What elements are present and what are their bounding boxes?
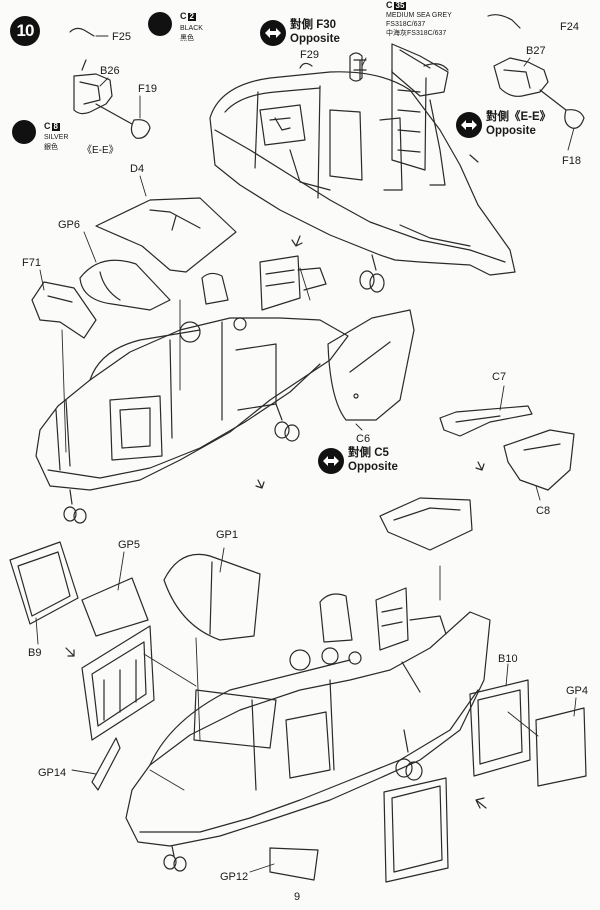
part-label-c7: C7	[492, 371, 507, 383]
part-lower-door	[383, 777, 449, 883]
part-c7	[439, 405, 533, 437]
part-label-b27: B27	[526, 45, 546, 57]
part-d4	[95, 197, 237, 273]
part-label-f18: F18	[562, 155, 581, 167]
part-b10	[469, 679, 531, 777]
paint-name: SILVER	[44, 134, 69, 141]
part-label-b9: B9	[28, 647, 42, 659]
paint-chinese-name: 黑色	[180, 35, 194, 42]
opposite-label-cn: 對側《E-E》	[486, 111, 552, 123]
paint-name: BLACK	[180, 25, 203, 32]
part-label-gp6: GP6	[58, 219, 81, 231]
part-label-gp1: GP1	[216, 529, 239, 541]
opposite-label-cn: 對側 C5	[348, 447, 389, 459]
part-label-gp5: GP5	[118, 539, 141, 551]
part-label-b26: B26	[100, 65, 120, 77]
part-label-f71: F71	[22, 257, 41, 269]
part-label-gp4: GP4	[566, 685, 589, 697]
double-arrow-icon	[456, 112, 482, 138]
fuselage-middle-view	[35, 255, 349, 524]
part-gp6	[79, 259, 171, 311]
parts-f24-b27-f18	[487, 14, 585, 129]
part-f71	[31, 281, 97, 339]
paintbrush-icon	[12, 120, 36, 144]
double-arrow-icon	[318, 448, 344, 474]
part-label-f24: F24	[560, 21, 579, 33]
part-vent	[379, 497, 473, 551]
opposite-label-en: Opposite	[290, 33, 340, 45]
part-gp1	[163, 553, 261, 641]
fuselage-upper-view	[209, 59, 516, 293]
part-label-gp12: GP12	[220, 871, 249, 883]
part-label-ee-left: 《E-E》	[82, 145, 119, 156]
part-c6	[327, 309, 415, 421]
part-c8	[503, 429, 575, 491]
opposite-callout-c5: 對側 C5 Opposite	[318, 447, 428, 478]
part-gp5	[81, 577, 149, 637]
paint-chinese-name: 中海灰FS318C/637	[386, 30, 447, 37]
double-arrow-icon	[260, 20, 286, 46]
part-label-f19: F19	[138, 83, 157, 95]
opposite-label-cn: 對側 F30	[290, 19, 337, 31]
part-gp12	[269, 847, 319, 881]
parts-f29-group	[349, 43, 449, 97]
paint-chinese-name: 銀色	[44, 144, 58, 151]
paint-number: 8	[51, 122, 60, 131]
opposite-label-en: Opposite	[348, 461, 398, 473]
step-number-badge: 10	[10, 16, 40, 46]
part-label-d4: D4	[130, 163, 145, 175]
part-label-b10: B10	[498, 653, 518, 665]
opposite-callout-ee: 對側《E-E》 Opposite	[456, 111, 576, 142]
fuselage-lower-view	[125, 587, 491, 872]
part-label-gp14: GP14	[38, 767, 67, 779]
paint-code: C	[44, 121, 51, 131]
paint-number: 35	[393, 1, 407, 10]
part-label-c8: C8	[536, 505, 551, 517]
paint-fs-code: FS318C/637	[386, 21, 426, 28]
paintbrush-icon	[148, 12, 172, 36]
opposite-label-en: Opposite	[486, 125, 536, 137]
part-label-f29: F29	[300, 49, 319, 61]
paint-number: 2	[187, 12, 196, 21]
opposite-callout-f30: 對側 F30 Opposite	[260, 19, 370, 50]
part-b9	[9, 541, 79, 625]
paint-name: MEDIUM SEA GREY	[386, 12, 452, 19]
part-label-c6: C6	[356, 433, 371, 445]
part-label-f25: F25	[112, 31, 131, 43]
page-number: 9	[294, 891, 301, 903]
parts-f25-b26	[69, 27, 151, 139]
paint-code: C	[386, 0, 393, 10]
part-gp14	[91, 737, 121, 791]
part-left-door	[81, 625, 155, 741]
paint-code: C	[180, 11, 187, 21]
part-gp4	[535, 707, 587, 787]
